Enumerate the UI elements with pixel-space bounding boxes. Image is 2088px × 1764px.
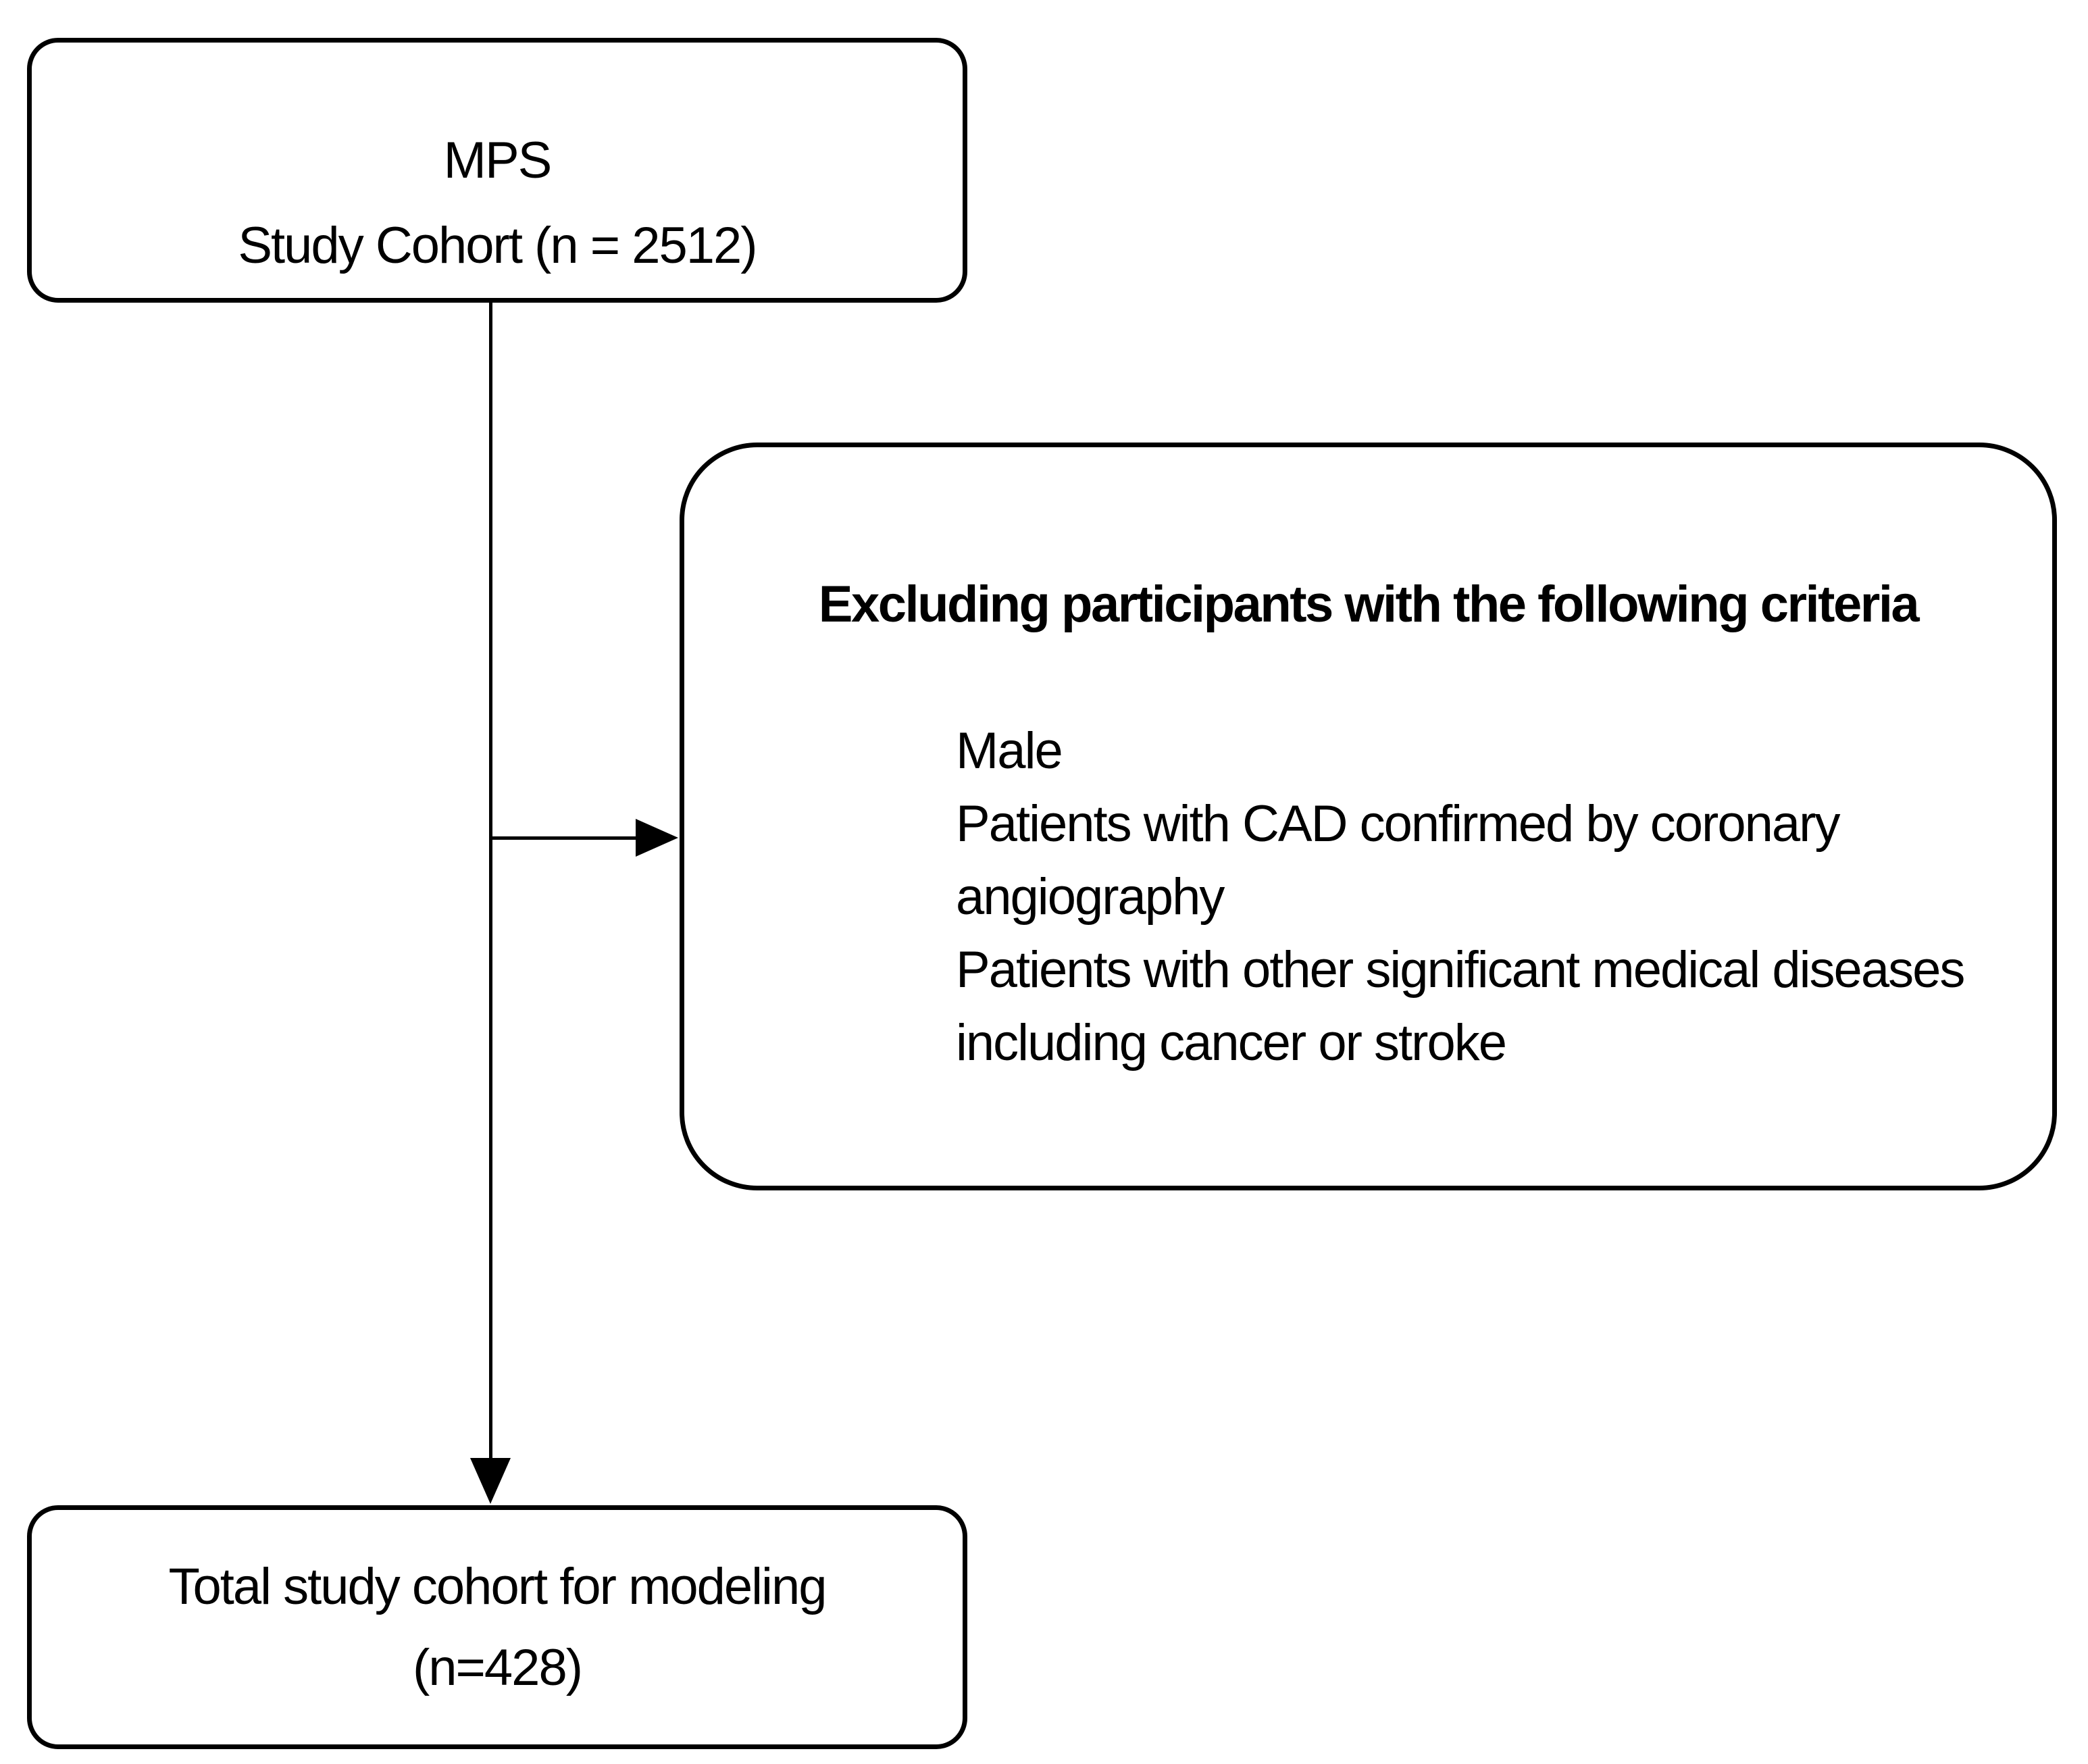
exclusion-item-line: Patients with other significant medical … (956, 941, 1965, 999)
horizontal-branch-line (490, 836, 638, 840)
arrowhead-right-icon (636, 819, 678, 857)
arrowhead-down-icon (470, 1458, 511, 1504)
final-cohort-box: Total study cohort for modeling (n=428) (27, 1505, 967, 1749)
study-cohort-box: MPS Study Cohort (n = 2512) (27, 38, 967, 303)
exclusion-item-line: including cancer or stroke (956, 1014, 1507, 1072)
exclusion-item-line: angiography (956, 868, 1225, 926)
exclusion-item-line: Male (956, 722, 1063, 780)
final-cohort-title: Total study cohort for modeling (168, 1557, 827, 1615)
exclusion-criteria-list: Male Patients with CAD confirmed by coro… (956, 715, 1965, 1080)
exclusion-heading: Excluding participants with the followin… (818, 576, 1920, 633)
exclusion-criteria-box: Excluding participants with the followin… (680, 443, 2057, 1190)
study-cohort-count: Study Cohort (n = 2512) (238, 217, 757, 274)
study-cohort-title: MPS (443, 132, 553, 189)
final-cohort-count: (n=428) (412, 1638, 583, 1696)
exclusion-item-line: Patients with CAD confirmed by coronary (956, 795, 1840, 853)
vertical-connector-line (489, 301, 492, 1459)
